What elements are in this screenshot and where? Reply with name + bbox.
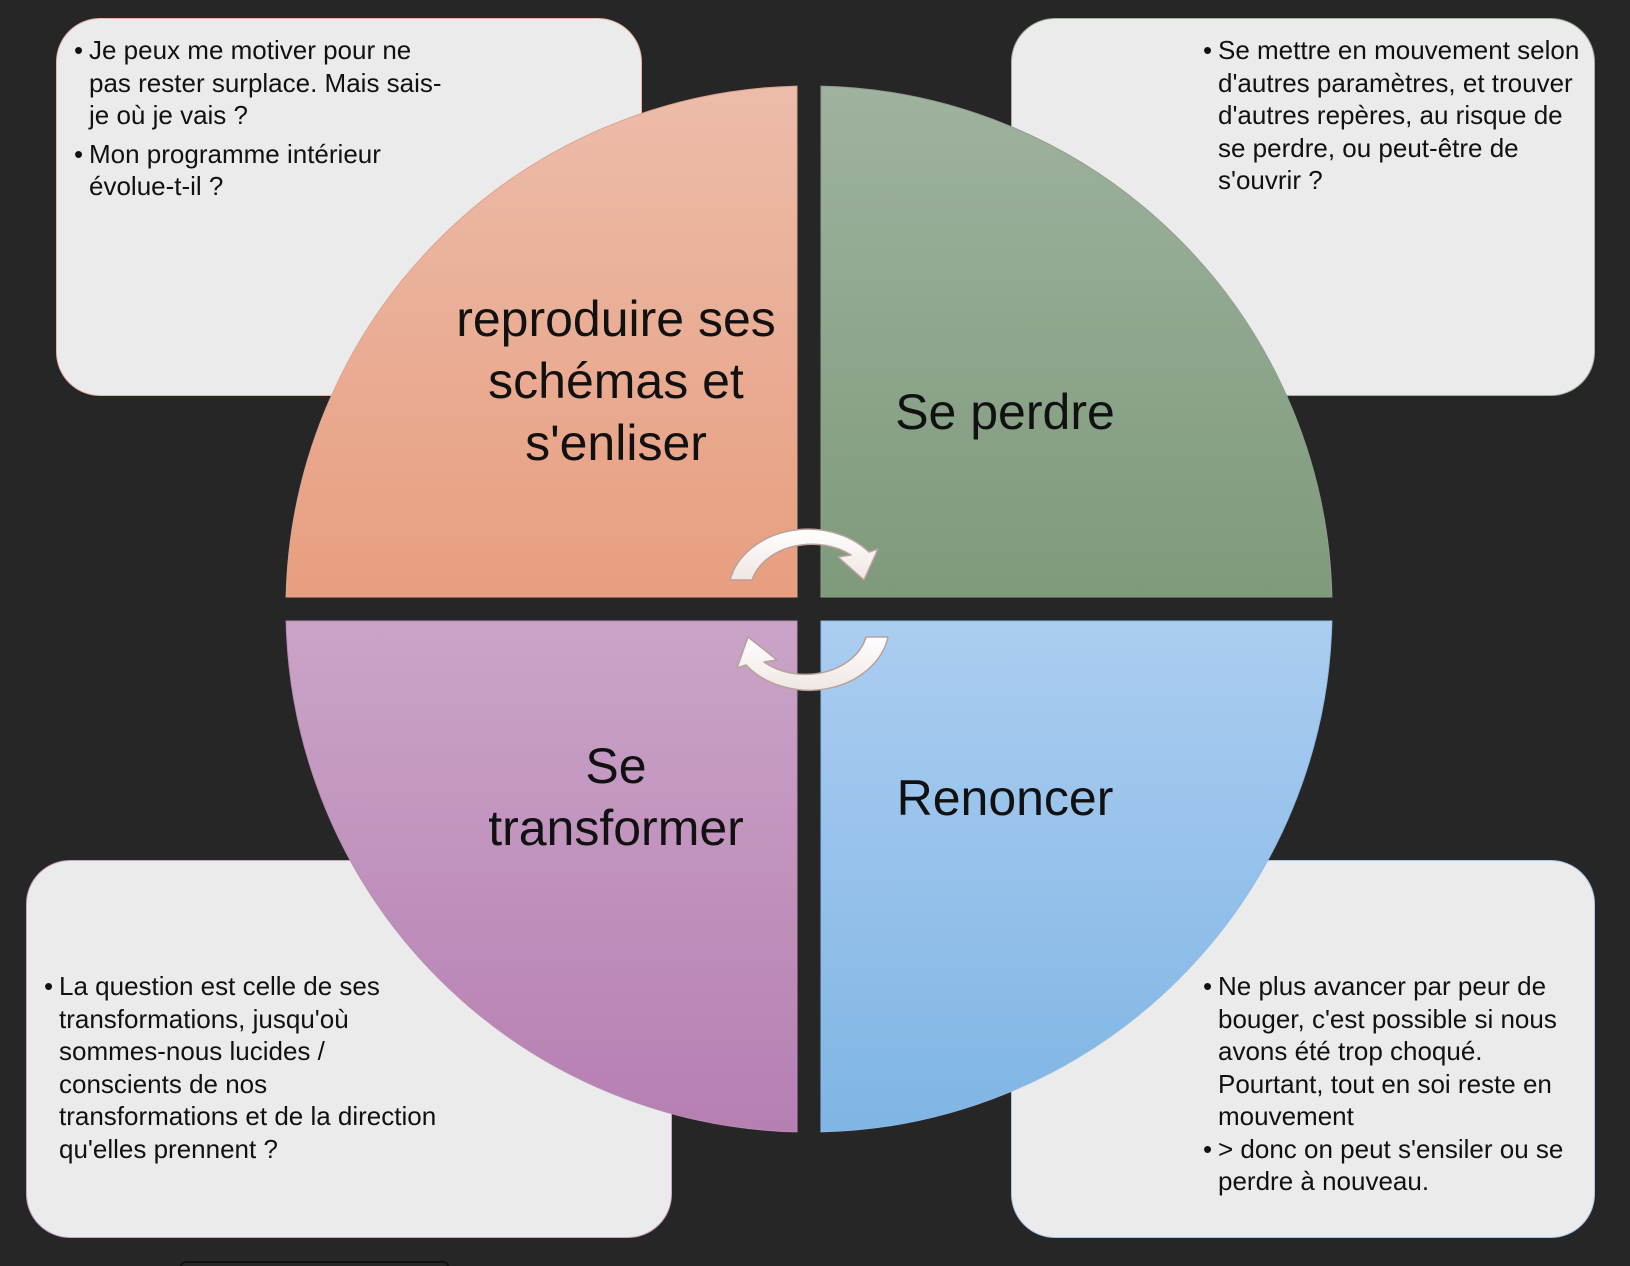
quadrant-bottom-left-label: Se transformer bbox=[488, 738, 744, 856]
quadrant-bottom-right bbox=[820, 620, 1333, 1133]
card-top-left-bullet-1: Je peux me motiver pour ne pas rester su… bbox=[74, 34, 456, 132]
card-top-right-list: Se mettre en mouvement selon d'autres pa… bbox=[1203, 34, 1585, 203]
quadrant-bottom-right-label: Renoncer bbox=[896, 770, 1114, 826]
cropped-shape bbox=[180, 1261, 449, 1266]
clockwise-arrow-top-icon bbox=[729, 528, 879, 581]
card-bottom-left-list: La question est celle de ses transformat… bbox=[44, 970, 446, 1171]
quadrant-bottom-left bbox=[285, 620, 798, 1133]
card-top-left-list: Je peux me motiver pour ne pas rester su… bbox=[74, 34, 456, 209]
card-bottom-left-bullet-1: La question est celle de ses transformat… bbox=[44, 970, 446, 1165]
clockwise-arrow-bottom-icon bbox=[736, 636, 889, 692]
quadrant-top-right bbox=[820, 85, 1333, 598]
card-bottom-right-list: Ne plus avancer par peur de bouger, c'es… bbox=[1203, 970, 1585, 1204]
card-top-left-bullet-2: Mon programme intérieur évolue-t-il ? bbox=[74, 138, 456, 203]
card-top-right-bullet-1: Se mettre en mouvement selon d'autres pa… bbox=[1203, 34, 1585, 197]
quadrant-top-left-label: reproduire ses schémas et s'enliser bbox=[456, 291, 776, 471]
quadrant-top-left bbox=[285, 85, 798, 598]
card-bottom-right-bullet-1: Ne plus avancer par peur de bouger, c'es… bbox=[1203, 970, 1585, 1133]
quadrant-top-right-label: Se perdre bbox=[895, 384, 1115, 440]
card-bottom-right-bullet-2: > donc on peut s'ensiler ou se perdre à … bbox=[1203, 1133, 1585, 1198]
